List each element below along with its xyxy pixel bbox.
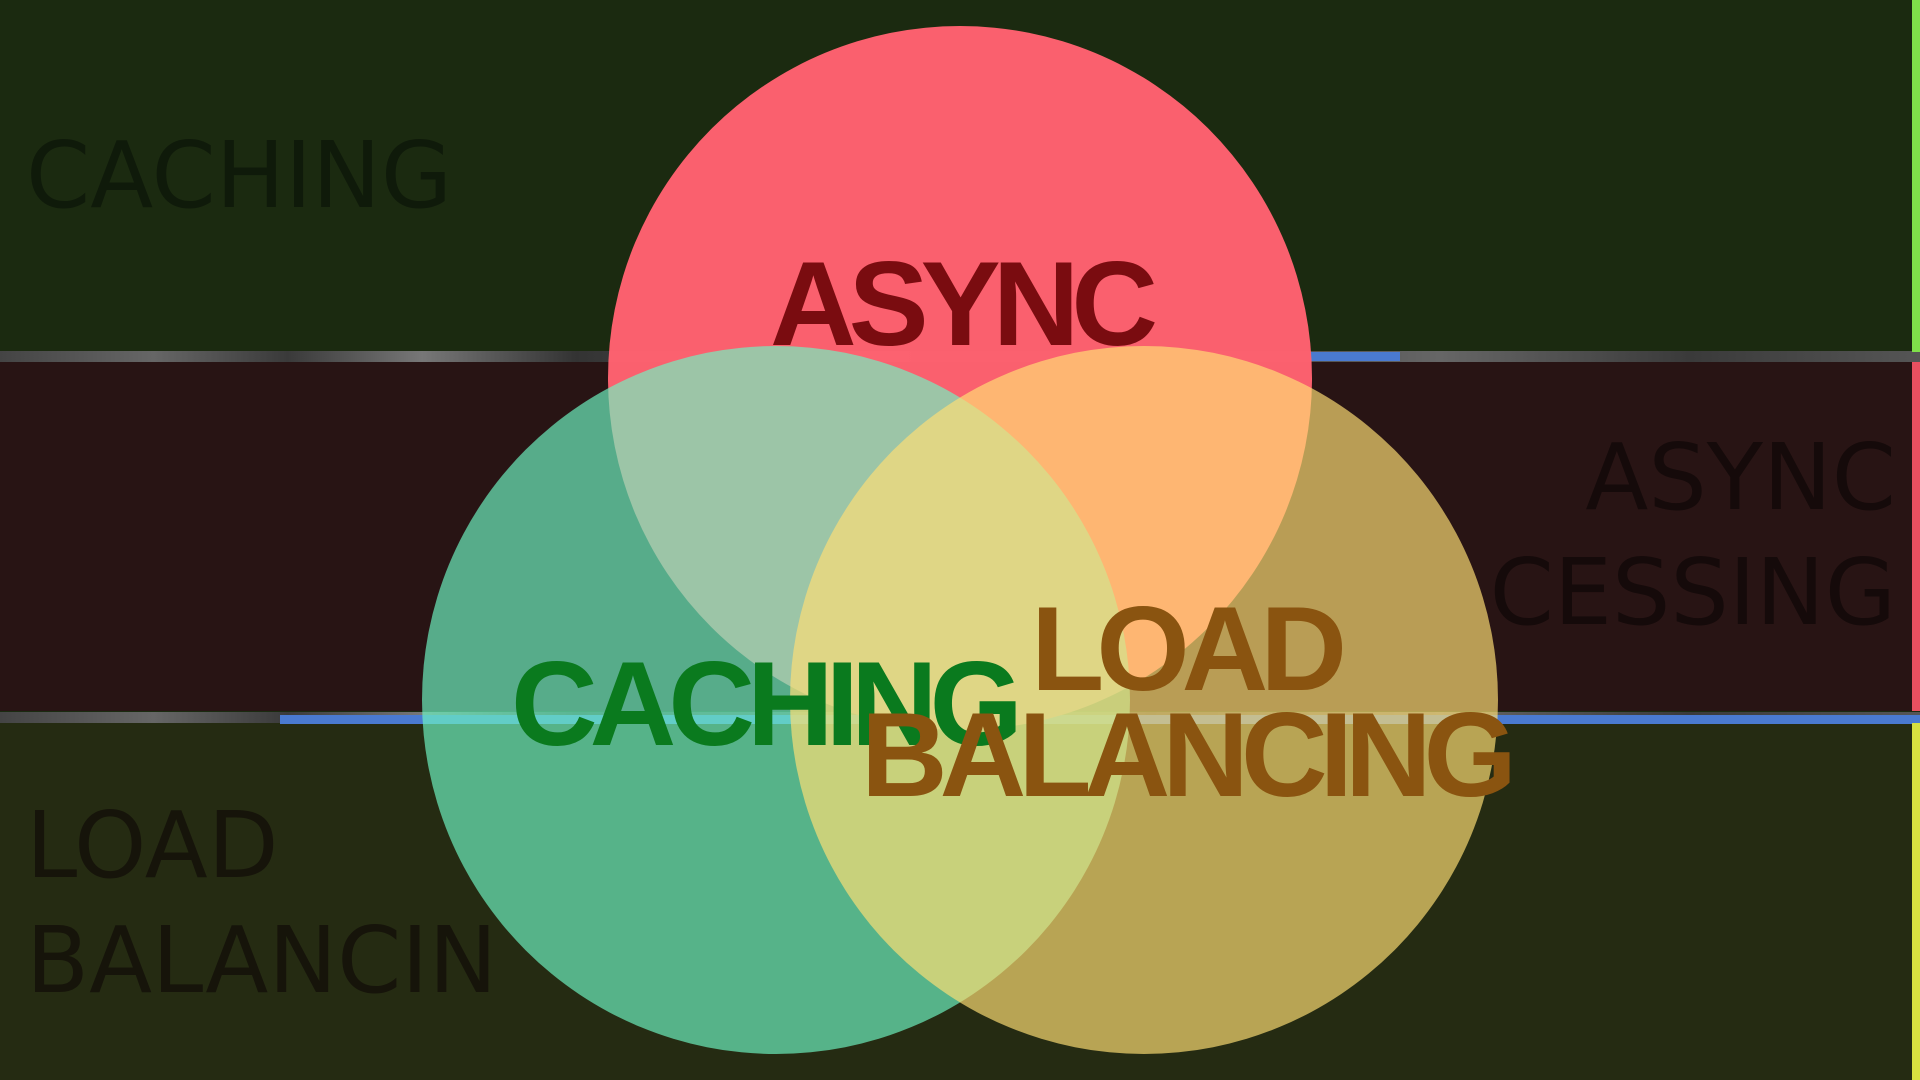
edge-accent-top (1912, 0, 1920, 352)
venn-label-line: CACHING (511, 637, 1016, 771)
edge-accent-middle (1912, 362, 1920, 711)
venn-label-line: BALANCING (861, 688, 1510, 822)
background-label-load-balancing: LOAD BALANCIN (26, 792, 498, 1014)
background-label-async: ASYNC CESSING (1489, 424, 1896, 646)
venn-label-line: ASYNC (770, 237, 1155, 371)
divider-accent-top (1310, 352, 1400, 361)
venn-label-async: ASYNC (770, 237, 1155, 371)
background-label-caching: CACHING (26, 122, 453, 229)
venn-label-caching: CACHING (511, 637, 1016, 771)
venn-label-line: LOAD (1031, 582, 1342, 716)
venn-circle-load-balancing (790, 346, 1498, 1054)
edge-accent-bottom (1912, 723, 1920, 1080)
